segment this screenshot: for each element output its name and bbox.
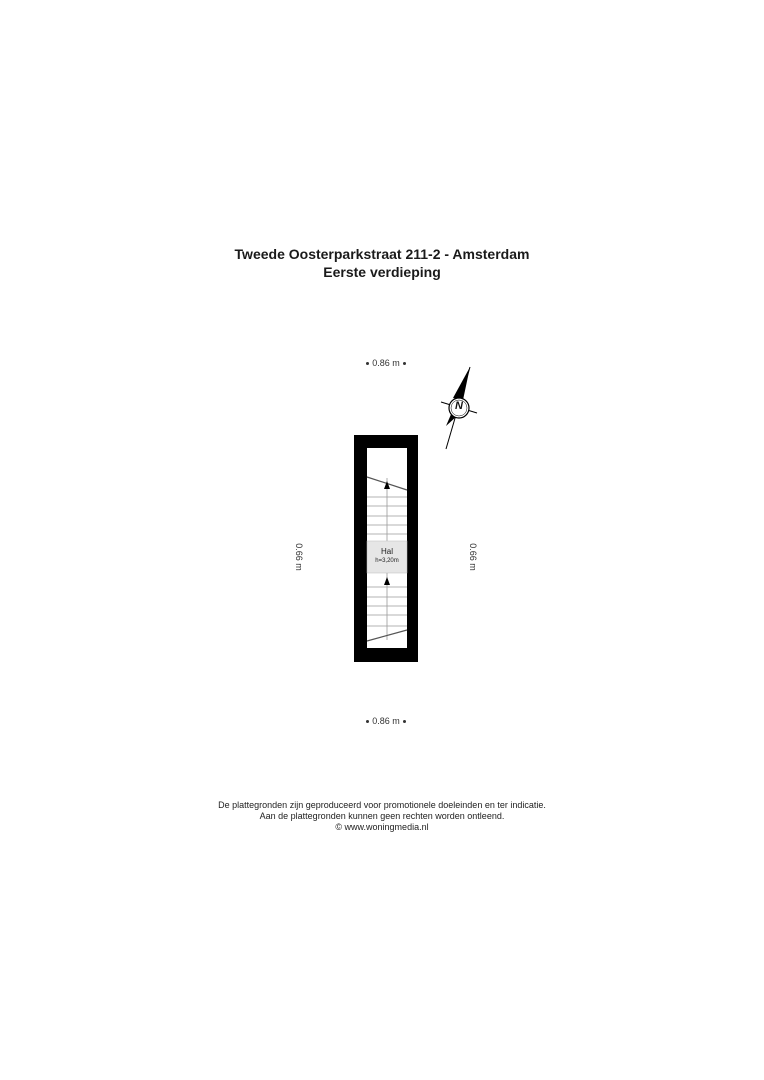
room-label-hal: Hal h=3,20m bbox=[367, 541, 407, 573]
dimension-top: 0.86 m bbox=[336, 358, 436, 368]
dimension-marker-icon bbox=[402, 720, 406, 724]
disclaimer: De plattegronden zijn geproduceerd voor … bbox=[0, 800, 764, 833]
disclaimer-line-2: Aan de plattegronden kunnen geen rechten… bbox=[259, 811, 505, 821]
compass-north-icon bbox=[440, 366, 478, 450]
stair-direction-arrow-icon bbox=[384, 577, 390, 585]
compass-label: N bbox=[455, 400, 463, 412]
room-name: Hal bbox=[380, 547, 393, 556]
disclaimer-line-1: De plattegronden zijn geproduceerd voor … bbox=[218, 800, 546, 810]
copyright-link[interactable]: © www.woningmedia.nl bbox=[335, 822, 429, 832]
plan-title: Tweede Oosterparkstraat 211-2 - Amsterda… bbox=[0, 245, 764, 281]
room-height: h=3,20m bbox=[375, 558, 399, 564]
dimension-marker-icon bbox=[366, 720, 370, 724]
dimension-bottom: 0.86 m bbox=[336, 716, 436, 726]
floor-title: Eerste verdieping bbox=[323, 264, 441, 280]
hal-room-area bbox=[366, 540, 408, 574]
dimension-marker-icon bbox=[366, 362, 370, 366]
stair-direction-arrow-icon bbox=[384, 481, 390, 489]
dimension-marker-icon bbox=[402, 362, 406, 366]
stair-break-line bbox=[366, 629, 408, 642]
address-title: Tweede Oosterparkstraat 211-2 - Amsterda… bbox=[234, 246, 530, 262]
